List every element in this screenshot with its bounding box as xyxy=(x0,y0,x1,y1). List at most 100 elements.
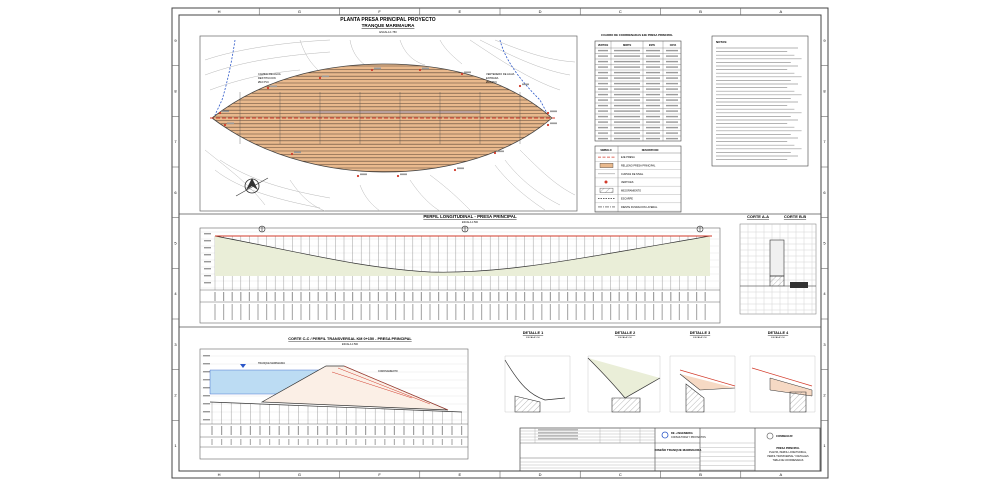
notes-title: NOTAS: xyxy=(716,40,727,44)
legend-item-label: ESCARPE xyxy=(621,198,633,201)
north-arrow xyxy=(235,177,269,197)
detail-4-title: DETALLE 4 xyxy=(768,331,789,335)
legend-item-label: DIENTE FUNDACION LATERAL xyxy=(621,206,658,209)
border-column-label-b: B xyxy=(699,472,702,477)
plan-vertex-markers xyxy=(218,67,557,178)
transverse-water-label: TRANQUE MARIMAURA xyxy=(258,362,285,365)
company-logo xyxy=(661,431,669,439)
detail-1-scale: ESCALA 1:50 xyxy=(526,336,540,339)
border-column-label-g: G xyxy=(298,472,301,477)
border-column-label-c: C xyxy=(619,472,622,477)
detail-1-title: DETALLE 1 xyxy=(523,331,543,335)
legend-item-label: VERTICES xyxy=(621,181,634,184)
border-column-label-h: H xyxy=(218,472,221,477)
detail-2: DETALLE 2 ESCALA 1:50 xyxy=(587,331,661,413)
border-column-label-a: A xyxy=(780,9,783,14)
company-name-1: DE + INGENIERIA xyxy=(671,431,693,435)
detail-4: DETALLE 4 ESCALA 1:50 xyxy=(749,331,816,413)
detail-2-scale: ESCALA 1:50 xyxy=(618,336,632,339)
border-row-label-6: 6 xyxy=(823,190,826,195)
transverse-ground xyxy=(209,401,463,413)
client-logo: COMSEGUR xyxy=(776,434,792,438)
sheet-title-3: PERFIL TRANSVERSAL Y DETALLES xyxy=(767,455,809,458)
sheet-title-2: PLANTA, PERFIL LONGITUDINAL, xyxy=(769,451,807,454)
plan-right-label-1: VERTEDERO DE AGUA xyxy=(486,72,515,76)
detail-4-scale: ESCALA 1:50 xyxy=(771,336,785,339)
border-row-label-8: 8 xyxy=(174,89,177,94)
border-column-label-f: F xyxy=(378,472,381,477)
transverse-section: CORTE C-C / PERFIL TRANSVERSAL KM 0+150 … xyxy=(199,337,469,460)
notes-block: NOTAS: xyxy=(711,35,809,167)
detail-1: DETALLE 1 ESCALA 1:50 xyxy=(504,331,571,413)
border-column-label-g: G xyxy=(298,9,301,14)
border-column-label-a: A xyxy=(780,472,783,477)
border-row-label-9: 9 xyxy=(174,38,177,43)
long-profile-scale: ESCALA 1:500 xyxy=(462,221,479,224)
border-row-label-7: 7 xyxy=(174,139,177,144)
border-row-label-3: 3 xyxy=(174,342,177,347)
section-bb-title: CORTE B-B xyxy=(784,214,806,219)
legend-header-symbol: SIMBOLO xyxy=(600,149,611,152)
border-row-label-7: 7 xyxy=(823,139,826,144)
transverse-scale: ESCALA 1:500 xyxy=(342,343,359,346)
longitudinal-profile: PERFIL LONGITUDINAL - PRESA PRINCIPAL ES… xyxy=(199,214,721,324)
detail-3-title: DETALLE 3 xyxy=(690,331,710,335)
legend-item-label: EJE PRESA xyxy=(621,156,635,159)
client-logo-icon xyxy=(766,432,774,440)
border-row-label-8: 8 xyxy=(823,89,826,94)
border-row-label-3: 3 xyxy=(823,342,826,347)
plan-frame xyxy=(199,35,578,212)
coords-table-grid xyxy=(595,41,681,141)
plan-right-label-3: Ø10 PVC xyxy=(486,80,497,84)
plan-canal-left xyxy=(214,39,236,116)
legend-header-description: DESCRIPCION xyxy=(642,149,659,152)
border-column-label-d: D xyxy=(539,9,542,14)
notes-text-lines xyxy=(716,47,802,160)
border-row-label-2: 2 xyxy=(823,393,826,398)
project-name: DISEÑO TRANQUE MARIMAURA xyxy=(655,447,703,452)
border-column-label-b: B xyxy=(699,9,702,14)
border-column-label-e: E xyxy=(459,9,462,14)
section-aa-title: CORTE A-A xyxy=(747,214,769,219)
border-column-label-d: D xyxy=(539,472,542,477)
plan-title: PLANTA PRESA PRINCIPAL PROYECTO xyxy=(340,17,435,23)
section-ab-block xyxy=(769,239,785,277)
coords-header-norte: NORTE xyxy=(623,44,632,47)
border-column-label-h: H xyxy=(218,9,221,14)
coords-header-vertice: VERTICE xyxy=(598,44,609,47)
plan-view: PLANTA PRESA PRINCIPAL PROYECTO TRANQUE … xyxy=(199,17,578,212)
transverse-title: CORTE C-C / PERFIL TRANSVERSAL KM 0+150 … xyxy=(288,337,412,341)
legend-item-label: CURVAS DE NIVEL xyxy=(621,173,644,176)
sections-ab: CORTE A-A CORTE B-B xyxy=(739,214,817,315)
plan-left-label-1: CAMINO DE AGUA xyxy=(258,72,281,76)
sheet-title-4: TABLA DE COORDENADAS xyxy=(773,459,804,462)
company-name-2: CONSULTORIA Y PROYECTOS xyxy=(671,436,706,439)
border-column-label-c: C xyxy=(619,9,622,14)
detail-3: DETALLE 3 ESCALA 1:50 xyxy=(669,331,736,413)
long-profile-title: PERFIL LONGITUDINAL - PRESA PRINCIPAL xyxy=(423,214,517,219)
border-row-label-1: 1 xyxy=(174,443,177,448)
long-ground-fill xyxy=(215,236,710,276)
border-column-label-f: F xyxy=(378,9,381,14)
transverse-crest-label: CORONAMIENTO xyxy=(378,370,398,373)
plan-scale: ESCALA 1:750 xyxy=(379,30,397,34)
coords-header-este: ESTE xyxy=(649,44,656,47)
plan-left-label-2: RESTITUCION xyxy=(258,76,276,80)
border-ticks xyxy=(172,8,828,478)
border-column-label-e: E xyxy=(459,472,462,477)
details-group: DETALLE 1 ESCALA 1:50 DETALLE 2 ESCALA 1… xyxy=(504,331,816,413)
long-markers xyxy=(258,225,704,233)
plan-subtitle: TRANQUE MARIMAURA xyxy=(362,23,416,28)
border-row-label-1: 1 xyxy=(823,443,826,448)
plan-right-label-2: ENTRADA xyxy=(486,76,499,80)
sheet-title-1: PRESA PRINCIPAL xyxy=(776,446,800,450)
plan-contours xyxy=(204,39,576,212)
coords-table-title: CUADRO DE COORDENADAS EJE PRESA PRINCIPA… xyxy=(601,33,673,37)
title-block-rows xyxy=(520,428,755,471)
border-row-label-4: 4 xyxy=(823,291,826,296)
legend-item-label: MEJORAMIENTO xyxy=(621,189,641,192)
long-ground-line xyxy=(214,235,711,273)
